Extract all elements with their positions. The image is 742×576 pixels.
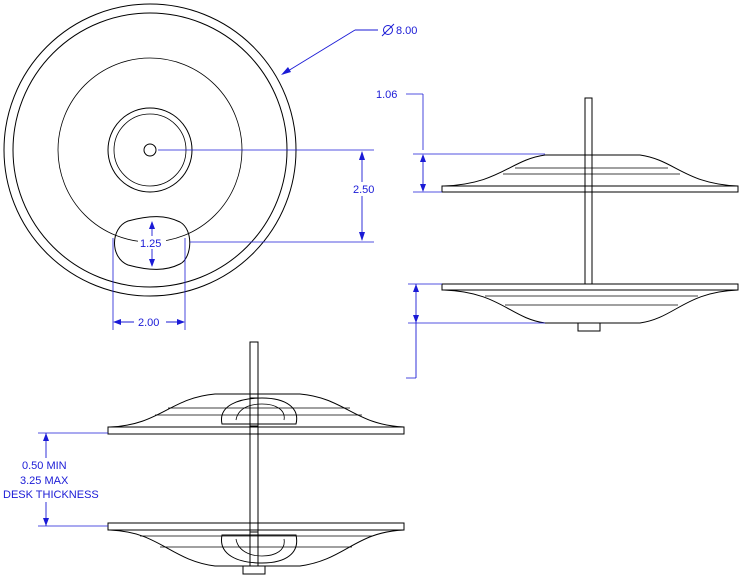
notch-width-value: 2.00: [138, 317, 159, 329]
post-hole-circle: [143, 143, 157, 157]
front-post-nut: [242, 565, 266, 575]
post-nut: [577, 322, 601, 332]
diameter-dimension: 8.00: [281, 23, 417, 75]
lower-dome: [443, 289, 739, 324]
top-view: 8.00 2.50 1.25 2.00: [3, 3, 417, 330]
desk-thickness-dimension: 0.50 MIN 3.25 MAX DESK THICKNESS: [3, 432, 108, 527]
cable-notch: [114, 216, 191, 270]
offset-dimension: 2.50: [158, 149, 376, 243]
front-lower-flange: [107, 522, 405, 531]
notch-height-dimension: 1.25: [138, 221, 166, 267]
lower-flange: [441, 283, 739, 291]
front-upper-dome: [109, 393, 405, 428]
lower-side-dimension: [406, 283, 545, 379]
notch-height-value: 1.25: [140, 238, 161, 250]
front-upper-notch: [221, 397, 298, 425]
notch-width-dimension: 2.00: [112, 238, 186, 330]
front-lower-notch: [221, 534, 298, 564]
desk-thickness-label: DESK THICKNESS: [3, 489, 99, 501]
upper-flange: [441, 185, 739, 193]
front-view: 0.50 MIN 3.25 MAX DESK THICKNESS: [3, 341, 405, 575]
height-dimension: 1.06: [376, 89, 545, 193]
height-value: 1.06: [376, 89, 397, 101]
desk-thickness-max: 3.25 MAX: [20, 475, 69, 487]
desk-thickness-min: 0.50 MIN: [22, 460, 67, 472]
diameter-symbol-icon: [381, 23, 395, 37]
side-view: 1.06: [376, 89, 739, 379]
upper-dome: [443, 154, 739, 187]
offset-value: 2.50: [353, 184, 374, 196]
diameter-value: 8.00: [396, 25, 417, 37]
post: [584, 97, 593, 285]
front-upper-flange: [107, 426, 405, 435]
